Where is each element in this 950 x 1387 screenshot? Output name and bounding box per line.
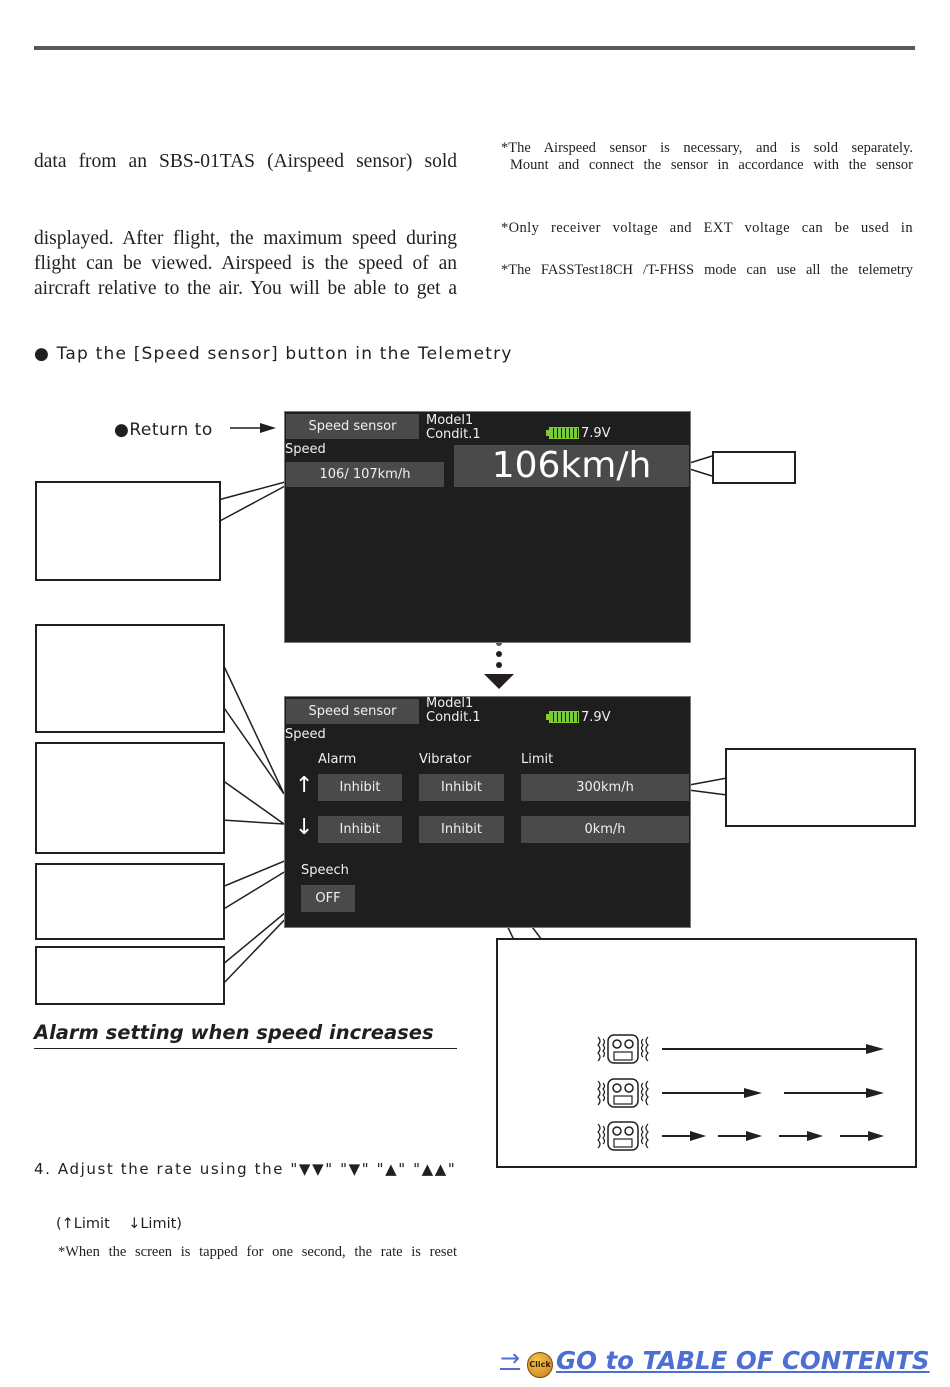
note-airspeed-line-1: *The Airspeed sensor is necessary, and i… (501, 140, 913, 156)
transition-arrow-down (484, 674, 514, 689)
transition-dot (496, 662, 502, 668)
model-name: Model1 (426, 413, 474, 428)
toc-link[interactable]: GO to TABLE OF CONTENTS (556, 1346, 930, 1375)
limit-legend: (↑Limit ↓Limit) (56, 1216, 182, 1232)
reset-note: *When the screen is tapped for one secon… (58, 1244, 457, 1260)
callout-alarm-type (35, 863, 225, 940)
model-name: Model1 (426, 696, 474, 711)
section-heading-alarm: Alarm setting when speed increases (34, 1021, 434, 1044)
transmitter-vibrate-icon (597, 1121, 649, 1151)
down-limit-button[interactable]: 0km/h (521, 816, 689, 843)
click-icon[interactable]: Click (527, 1352, 553, 1378)
transition-dot (496, 651, 502, 657)
column-header-limit: Limit (521, 752, 554, 767)
screen-speed-sensor-monitor: Speed sensor Model1 Condit.1 7.9V Speed … (284, 411, 691, 643)
battery-tip (546, 430, 549, 436)
section-label-speed: Speed (285, 442, 326, 457)
battery-voltage: 7.9V (581, 426, 611, 441)
toc-arrow-icon[interactable]: → (500, 1344, 521, 1372)
step-4-text: 4. Adjust the rate using the "▼▼" "▼" "▲… (34, 1160, 457, 1178)
transmitter-vibrate-icon (597, 1078, 649, 1108)
section-label-speed: Speed (285, 727, 326, 742)
speed-sensor-tab-button[interactable]: Speed sensor (286, 414, 419, 439)
speed-sensor-tab-button[interactable]: Speed sensor (286, 699, 419, 724)
battery-tip (546, 714, 549, 720)
up-alarm-button[interactable]: Inhibit (318, 774, 402, 801)
down-arrow-icon: ↓ (295, 815, 314, 840)
speed-readout-button[interactable]: 106/ 107km/h (286, 462, 444, 487)
up-arrow-icon: ↑ (295, 773, 314, 798)
screen-speed-sensor-settings: Speed sensor Model1 Condit.1 7.9V Speed … (284, 696, 691, 928)
up-limit-button[interactable]: 300km/h (521, 774, 689, 801)
current-speed-display: 106km/h (454, 445, 689, 487)
column-header-vibrator: Vibrator (419, 752, 472, 767)
instruction-tap: ● Tap the [Speed sensor] button in the T… (34, 344, 513, 364)
battery-voltage: 7.9V (581, 710, 611, 725)
battery-indicator (546, 711, 579, 723)
top-rule (34, 46, 915, 50)
return-arrow-head (260, 423, 276, 433)
callout-speech (35, 946, 225, 1005)
speech-label: Speech (301, 863, 349, 878)
callout-vibrator-patterns (496, 938, 917, 1168)
body-text-line-3: flight can be viewed. Airspeed is the sp… (34, 253, 457, 274)
body-text-line-4: aircraft relative to the air. You will b… (34, 278, 457, 299)
body-text-line-1: data from an SBS-01TAS (Airspeed sensor)… (34, 151, 457, 172)
vibration-pattern-diagram (597, 1034, 884, 1151)
note-telemetry-mode: *The FASSTest18CH /T-FHSS mode can use a… (501, 262, 913, 278)
body-text-line-2: displayed. After flight, the maximum spe… (34, 228, 457, 249)
condition-name: Condit.1 (426, 427, 481, 442)
battery-icon (549, 711, 579, 723)
callout-speed-readout (35, 481, 221, 581)
note-airspeed-line-2: Mount and connect the sensor in accordan… (510, 157, 913, 173)
down-alarm-button[interactable]: Inhibit (318, 816, 402, 843)
condition-name: Condit.1 (426, 710, 481, 725)
callout-down-alarm (35, 742, 225, 854)
transmitter-vibrate-icon (597, 1034, 649, 1064)
column-header-alarm: Alarm (318, 752, 357, 767)
heading-underline (34, 1048, 457, 1049)
note-voltage: *Only receiver voltage and EXT voltage c… (501, 220, 913, 236)
callout-big-speed (712, 451, 796, 484)
callout-up-alarm (35, 624, 225, 733)
down-vibrator-button[interactable]: Inhibit (419, 816, 504, 843)
up-vibrator-button[interactable]: Inhibit (419, 774, 504, 801)
callout-limit (725, 748, 916, 827)
return-label: ●Return to (114, 420, 213, 440)
battery-indicator (546, 427, 579, 439)
speech-toggle-button[interactable]: OFF (301, 885, 355, 912)
battery-icon (549, 427, 579, 439)
